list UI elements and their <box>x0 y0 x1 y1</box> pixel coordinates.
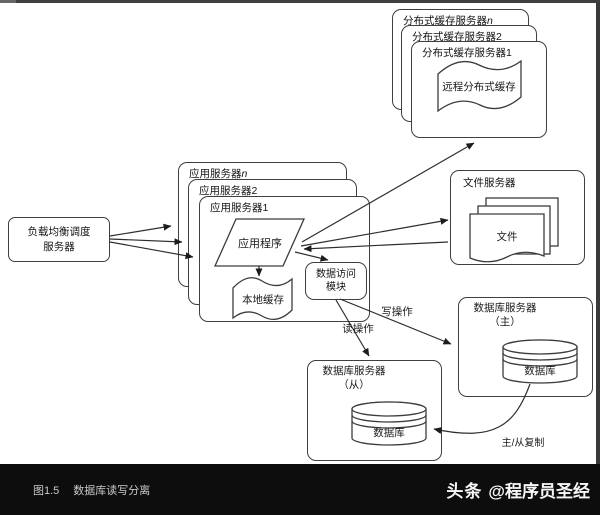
data-access-module-label: 数据访问模块 <box>316 269 356 293</box>
top-border-accent <box>0 0 16 3</box>
figure-title: 数据库读写分离 <box>73 484 151 497</box>
cache-server-1-title: 分布式缓存服务器1 <box>422 47 512 59</box>
replication-label: 主/从复制 <box>501 438 545 449</box>
right-border-bar <box>596 3 600 464</box>
read-op-label: 读操作 <box>342 323 374 335</box>
app-server-1-title: 应用服务器1 <box>210 202 269 214</box>
top-border-bar <box>0 0 600 3</box>
file-server-box: 文件服务器 <box>450 170 585 265</box>
load-balancer-label: 负载均衡调度服务器 <box>27 225 91 253</box>
write-op-label: 写操作 <box>381 306 413 318</box>
watermark: 头条 @程序员圣经 <box>446 477 590 502</box>
file-server-title: 文件服务器 <box>463 177 516 189</box>
cache-server-n-title: 分布式缓存服务器n <box>403 15 493 27</box>
app-server-2-title: 应用服务器2 <box>199 185 258 197</box>
db-master-box <box>458 297 593 397</box>
app-server-box-1: 应用服务器1 <box>199 196 370 322</box>
figure-caption: 图1.5 数据库读写分离 <box>33 482 150 498</box>
load-balancer-box: 负载均衡调度服务器 <box>8 217 110 262</box>
db-slave-box <box>307 360 442 461</box>
footer-bar: 图1.5 数据库读写分离 头条 @程序员圣经 <box>0 464 600 515</box>
app-server-n-title: 应用服务器n <box>189 168 248 180</box>
arrow-lb-to-app2 <box>109 238 183 246</box>
figure-number: 图1.5 <box>33 484 60 497</box>
arrow-lb-to-appn <box>109 223 172 237</box>
data-access-module-box: 数据访问模块 <box>305 262 367 300</box>
cache-server-box-1: 分布式缓存服务器1 <box>411 41 547 138</box>
cache-server-2-title: 分布式缓存服务器2 <box>412 31 502 43</box>
toutiao-logo-text: 头条 <box>446 482 483 501</box>
watermark-handle: @程序员圣经 <box>488 482 590 501</box>
